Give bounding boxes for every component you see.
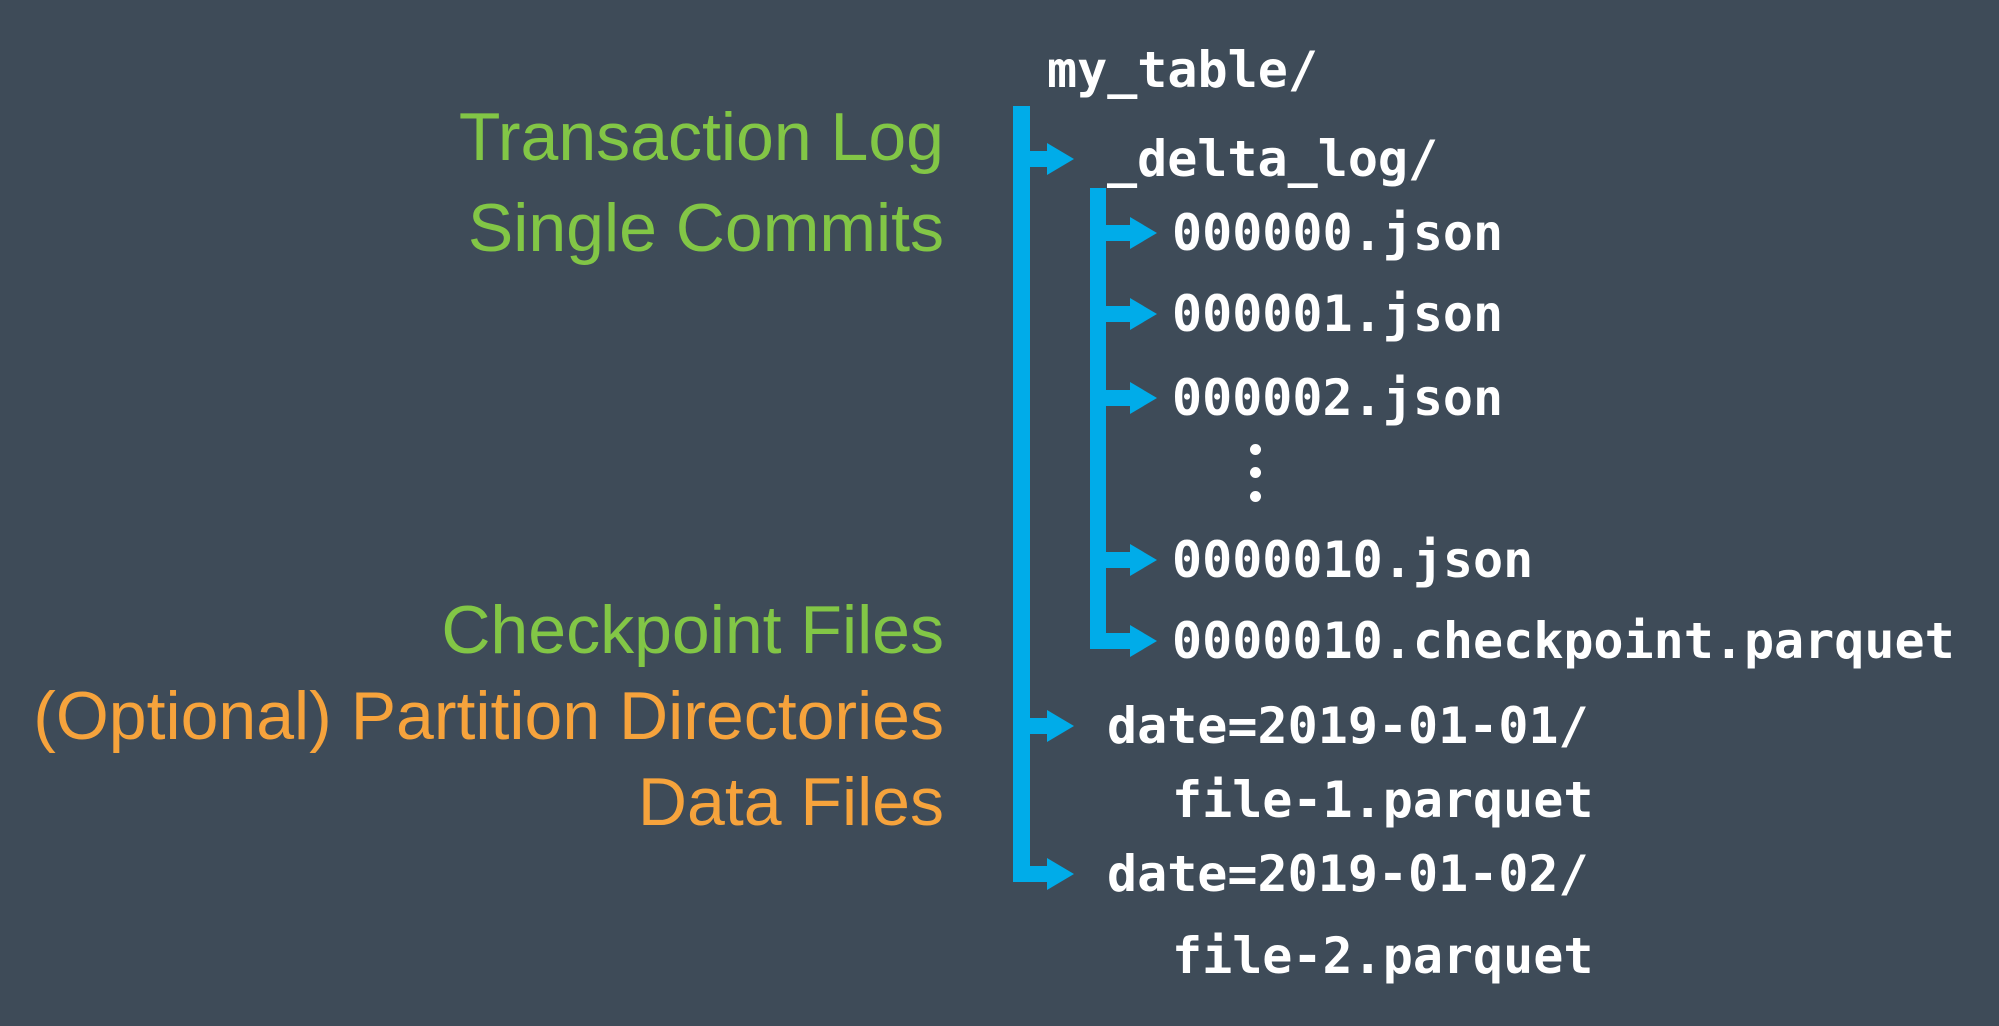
label-data-files: Data Files (637, 764, 944, 840)
tree-item-date-2019-01-01: date=2019-01-01/ (1107, 697, 1589, 755)
arrow-json-000002 (1106, 390, 1130, 406)
tree-item-json-000001: 000001.json (1172, 285, 1504, 343)
tree-item-my-table: my_table/ (1047, 41, 1318, 99)
arrow-delta-log (1030, 151, 1047, 167)
arrow-json-0000010 (1106, 552, 1130, 568)
arrow-date-2019-01-01 (1030, 718, 1047, 734)
tree-item-json-000000: 000000.json (1172, 204, 1504, 262)
trunk-line-delta-log (1090, 188, 1106, 649)
tree-item-json-0000010: 0000010.json (1172, 531, 1534, 589)
arrow-checkpoint-elbow (1090, 633, 1130, 649)
tree-item-json-000002: 000002.json (1172, 369, 1504, 427)
arrow-date-2019-01-02-elbow (1013, 866, 1047, 882)
arrow-json-000001 (1106, 306, 1130, 322)
tree-item-date-2019-01-02: date=2019-01-02/ (1107, 845, 1589, 903)
label-checkpoint-files: Checkpoint Files (441, 592, 944, 668)
label-transaction-log: Transaction Log (458, 99, 944, 175)
arrow-json-000000 (1106, 225, 1130, 241)
tree-item-delta-log: _delta_log/ (1107, 130, 1439, 188)
ellipsis-dot (1250, 444, 1261, 455)
annotation-labels: Transaction Log Single Commits Checkpoin… (0, 0, 944, 1026)
ellipsis-dot (1250, 491, 1261, 502)
tree-item-file-2-parquet: file-2.parquet (1172, 927, 1594, 985)
tree-item-file-1-parquet: file-1.parquet (1172, 771, 1594, 829)
label-single-commits: Single Commits (467, 190, 944, 266)
ellipsis-dot (1250, 467, 1261, 478)
label-partition-directories: (Optional) Partition Directories (33, 678, 944, 754)
tree-item-checkpoint-parquet: 0000010.checkpoint.parquet (1172, 612, 1955, 670)
trunk-line-my-table (1013, 106, 1030, 882)
